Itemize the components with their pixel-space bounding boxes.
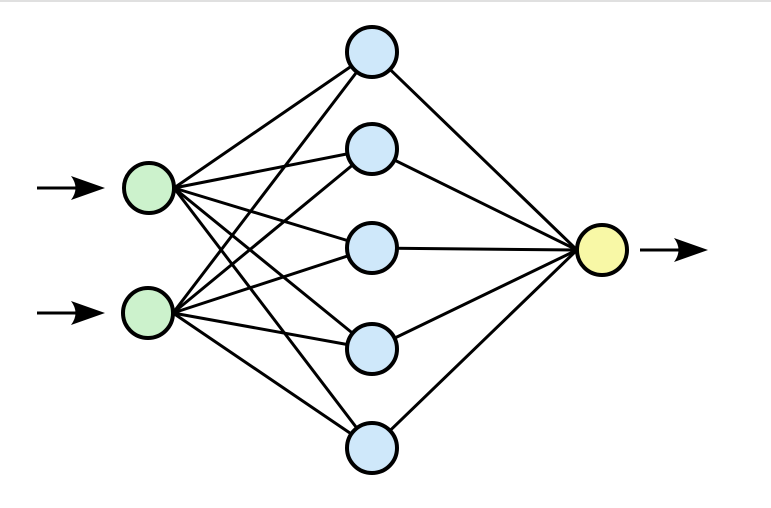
connection-edge — [172, 246, 373, 315]
input-node-1 — [122, 161, 176, 215]
connection-edge — [172, 187, 374, 449]
connection-edge — [371, 246, 578, 252]
hidden-node-4 — [345, 322, 399, 376]
connection-edge — [173, 147, 373, 190]
connection-edge — [173, 186, 373, 250]
connection-edge — [172, 311, 373, 351]
hidden-node-2 — [345, 122, 399, 176]
connection-edge — [370, 50, 579, 252]
connection-edge — [173, 186, 373, 351]
connection-edge — [172, 311, 373, 450]
top-border-line — [0, 0, 771, 2]
input-arrow-1-head-icon — [71, 176, 105, 200]
connection-edge — [171, 51, 374, 314]
hidden-node-1 — [345, 25, 399, 79]
hidden-node-3 — [345, 221, 399, 275]
connection-edge — [370, 248, 579, 450]
hidden-node-5 — [345, 421, 399, 475]
output-node-1 — [575, 223, 629, 277]
connection-edge — [371, 248, 578, 351]
connection-edge — [173, 50, 373, 190]
input-arrow-2-head-icon — [71, 301, 105, 325]
connection-edge — [371, 147, 578, 252]
connection-edge — [172, 147, 373, 315]
output-arrow-head-icon — [674, 238, 708, 262]
input-node-2 — [121, 286, 175, 340]
